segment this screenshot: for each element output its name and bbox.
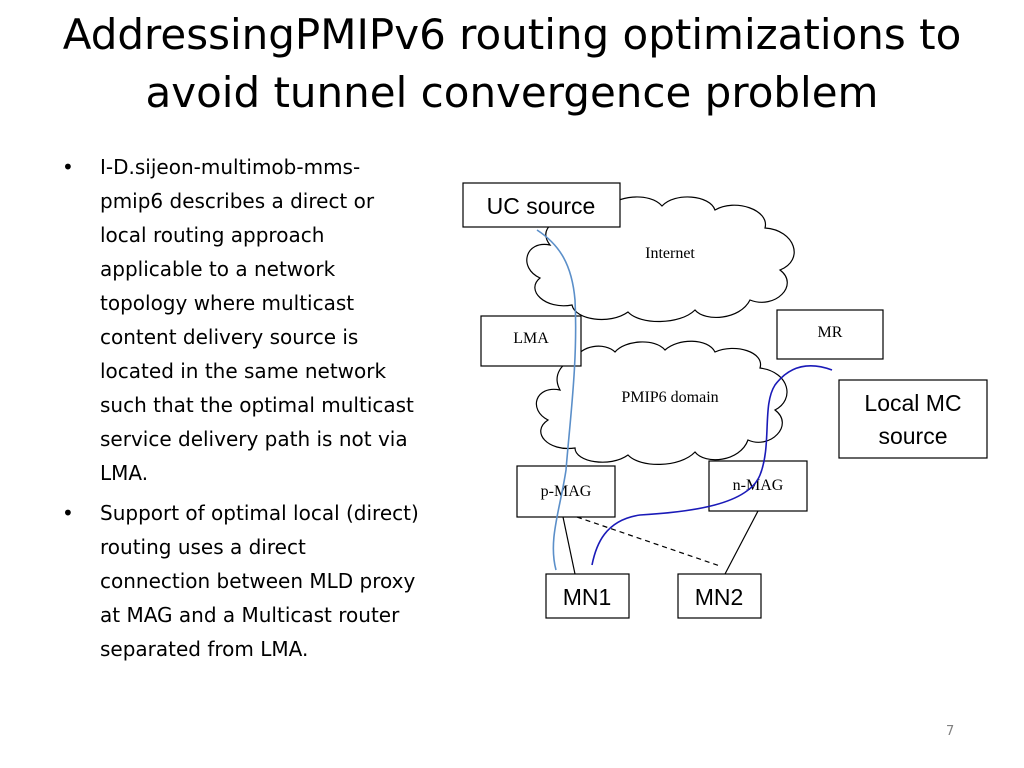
multicast-path (591, 365, 833, 566)
uc-source-box (462, 182, 621, 228)
mn1-label: MN1 (563, 584, 612, 610)
mr-label: MR (818, 324, 843, 341)
page-number: 7 (946, 724, 955, 739)
bullet-marker: • (62, 155, 74, 179)
handover-dashed-link (576, 516, 721, 567)
mr-box (776, 309, 884, 360)
n-mag-box (708, 460, 808, 512)
local-mc-source-label-line2: source (878, 423, 947, 449)
bullet-text: I-D.sijeon-multimob-mms- pmip6 describes… (100, 155, 414, 485)
bullet-item: • Support of optimal local (direct) rout… (62, 496, 472, 666)
internet-label: Internet (645, 245, 695, 262)
p-mag-to-mn1-link (562, 516, 576, 575)
n-mag-to-mn2-link (724, 510, 759, 575)
unicast-path (536, 229, 577, 571)
internet-cloud (526, 196, 795, 323)
pmip6-domain-cloud (535, 340, 788, 465)
uc-source-label: UC source (487, 193, 596, 219)
bullet-item: • I-D.sijeon-multimob-mms- pmip6 describ… (62, 150, 472, 490)
mn2-label: MN2 (695, 584, 744, 610)
lma-box (480, 315, 582, 367)
pmip6-domain-label: PMIP6 domain (621, 389, 718, 406)
bullet-text: Support of optimal local (direct) routin… (100, 501, 419, 661)
bullet-list: • I-D.sijeon-multimob-mms- pmip6 describ… (62, 150, 472, 672)
n-mag-label: n-MAG (733, 477, 784, 494)
lma-label: LMA (513, 330, 549, 347)
local-mc-source-label-line1: Local MC (864, 390, 961, 416)
local-mc-source-box (838, 379, 988, 459)
slide-title: AddressingPMIPv6 routing optimizations t… (62, 10, 962, 117)
mn2-box (677, 573, 762, 619)
bullet-marker: • (62, 501, 74, 525)
p-mag-label: p-MAG (541, 483, 592, 500)
mn1-box (545, 573, 630, 619)
